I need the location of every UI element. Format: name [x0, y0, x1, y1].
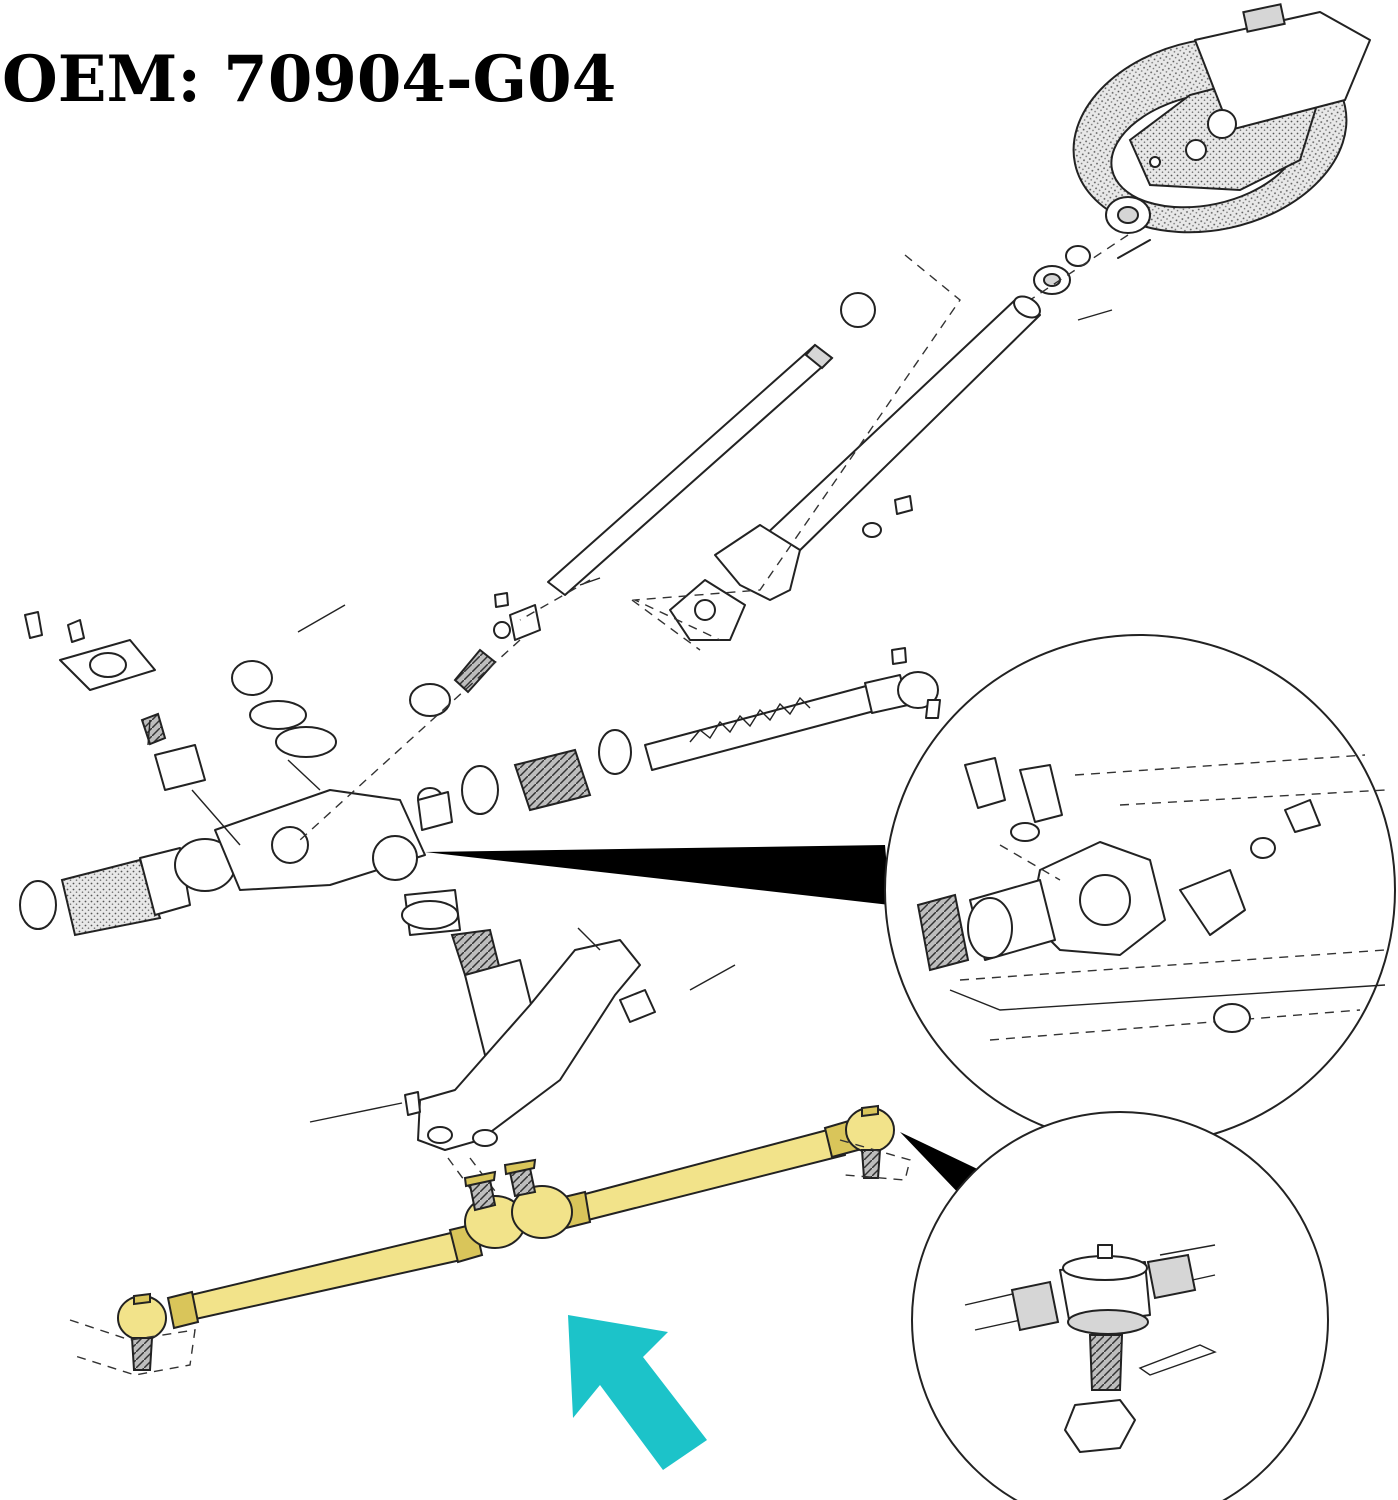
- steering-hub-parts-icon: [1029, 196, 1151, 321]
- rack-and-pinion-icon: [19, 579, 941, 977]
- ball-joint-callout-icon: [900, 1111, 1329, 1500]
- mount-callout-icon: [425, 634, 1396, 1146]
- pitman-arm-icon: [309, 927, 736, 1196]
- steering-wheel-icon: [1072, 3, 1371, 234]
- pointer-arrow-icon: [568, 1315, 707, 1470]
- tie-rod-assembly-icon: [69, 1104, 911, 1376]
- steering-column-icon: [547, 254, 1041, 651]
- oem-part-number-title: OEM: 70904-G04: [2, 42, 617, 117]
